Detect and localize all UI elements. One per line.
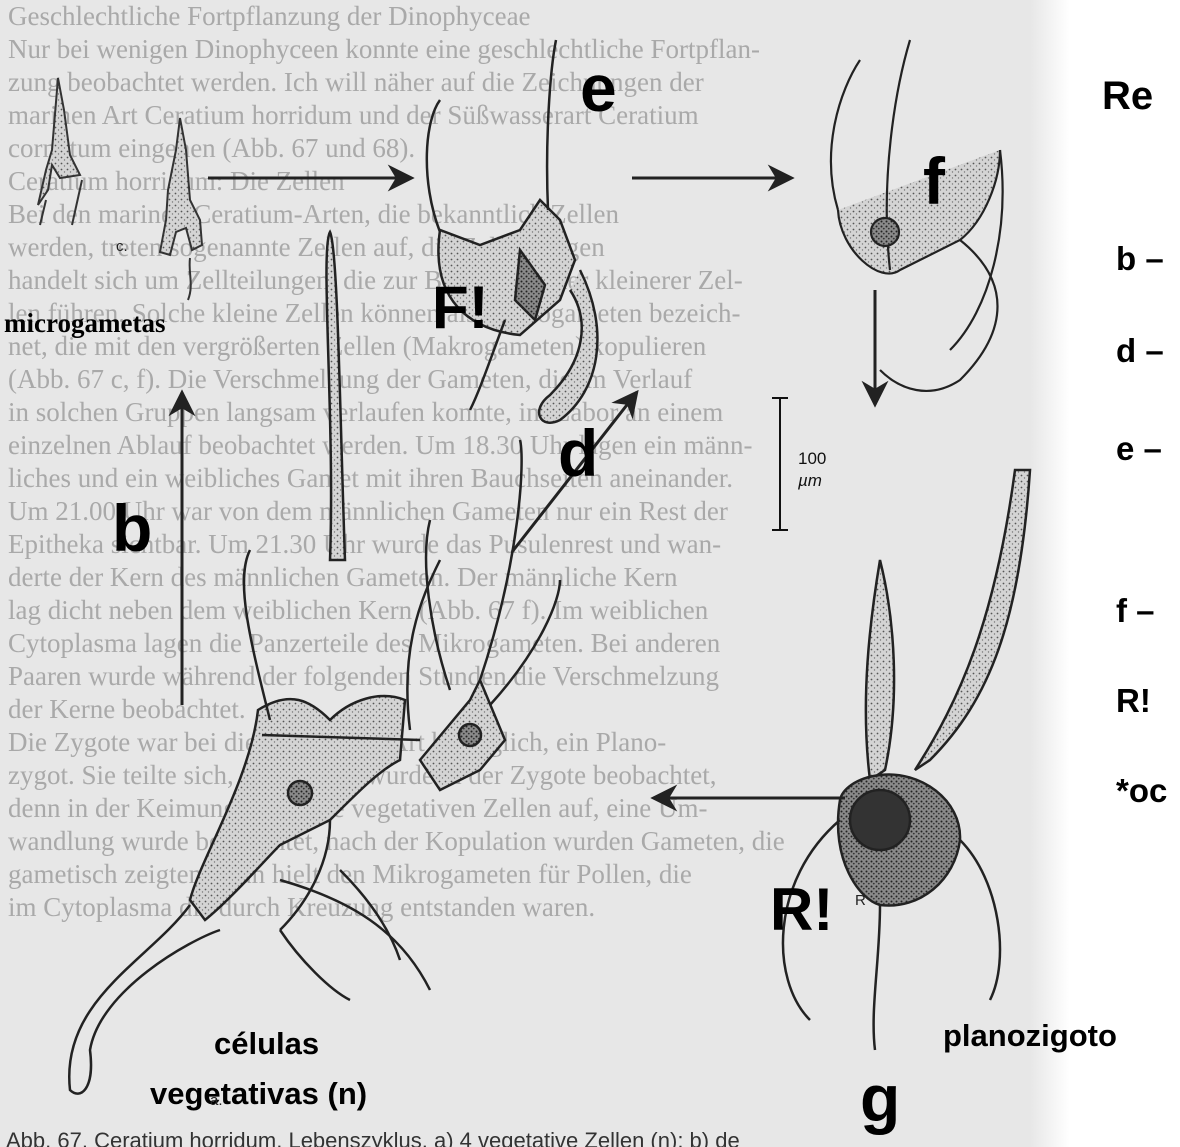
label-celulas: células: [214, 1028, 319, 1059]
label-vegetativas: vegetativas (n): [150, 1078, 367, 1109]
label-e: e: [580, 55, 617, 121]
label-g: g: [860, 1065, 900, 1131]
side-item-d: d –: [1116, 334, 1164, 367]
scale-bar-label: 100 µm: [798, 448, 826, 492]
label-b: b: [112, 495, 152, 561]
label-microgametas: microgametas: [4, 310, 165, 337]
label-r-bang: R!: [770, 880, 833, 940]
side-item-f: f –: [1116, 594, 1155, 627]
cell-f: [831, 40, 1003, 391]
label-planozigoto: planozigoto: [943, 1020, 1117, 1051]
cell-e: [427, 40, 598, 423]
side-panel-title: Re: [1102, 76, 1153, 116]
side-item-r: R!: [1116, 684, 1151, 717]
microgamete-cells: [38, 78, 202, 300]
figure-caption: Abb. 67. Ceratium horridum, Lebenszyklus…: [6, 1128, 740, 1147]
label-small-c: c.: [116, 238, 128, 255]
label-small-r: R: [855, 892, 866, 909]
vegetative-cell-chain: [69, 232, 560, 1094]
side-item-b: b –: [1116, 242, 1164, 275]
label-d: d: [558, 420, 598, 486]
scale-bar-number: 100: [798, 448, 826, 470]
side-item-e: e –: [1116, 432, 1162, 465]
label-small-a: a.: [210, 1092, 223, 1109]
label-f-bang: F!: [432, 278, 489, 338]
side-item-oc: *oc: [1116, 774, 1167, 807]
label-f: f: [923, 148, 945, 214]
scale-bar: [772, 398, 788, 530]
scale-bar-unit: µm: [798, 470, 826, 492]
planozygote-cell: [783, 470, 1030, 1050]
